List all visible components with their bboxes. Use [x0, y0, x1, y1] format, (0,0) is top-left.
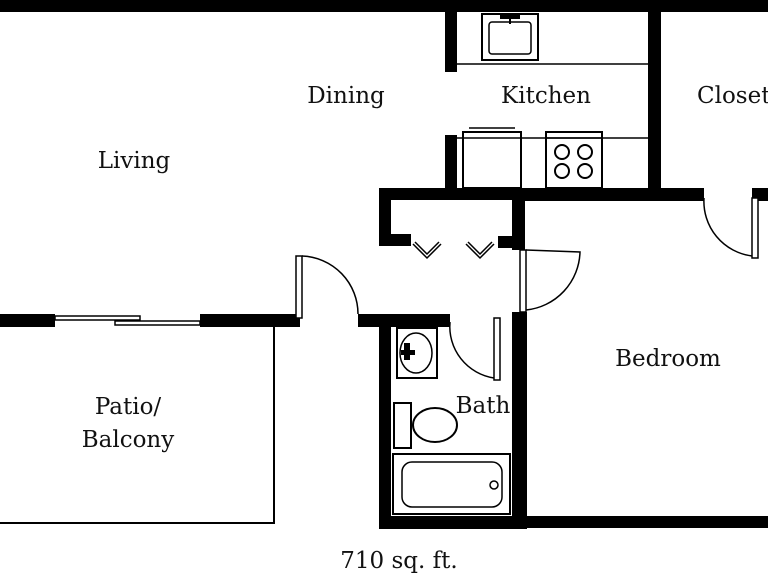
room-label-patio-line2: Balcony: [82, 427, 175, 453]
living-bottom-wall-mid: [200, 314, 300, 327]
bath-door: [449, 317, 501, 381]
room-label-bedroom: Bedroom: [615, 346, 721, 372]
hall-closet-bifold-doors: [412, 241, 495, 260]
entry-door: [295, 255, 359, 319]
hall-closet-left-lip: [379, 234, 411, 246]
bath-left-wall: [379, 314, 391, 529]
hall-bottom-wall: [358, 314, 450, 327]
patio-outline: [0, 326, 275, 524]
room-label-closet: Closet: [697, 83, 768, 109]
area-caption: 710 sq. ft.: [340, 548, 457, 574]
room-label-living: Living: [98, 148, 171, 174]
room-label-bath: Bath: [456, 393, 511, 419]
kitchen-left-wall-lower: [445, 135, 457, 190]
room-label-kitchen: Kitchen: [501, 83, 591, 109]
bedroom-bottom-wall: [512, 516, 768, 528]
walls: [0, 0, 768, 529]
hall-closet-left-wall: [379, 188, 391, 246]
room-label-dining: Dining: [307, 83, 385, 109]
bathroom-sink-icon: [396, 327, 438, 379]
kitchen-closet-divider-wall: [648, 10, 661, 195]
hall-closet-right-wall: [512, 188, 525, 250]
hall-top-wall: [379, 188, 524, 200]
bath-bottom-wall: [379, 516, 527, 529]
closet-bottom-wall: [518, 188, 704, 201]
room-label-patio-line1: Patio/: [95, 394, 162, 420]
kitchen-sink-icon: [481, 13, 539, 61]
bedroom-door: [519, 249, 581, 313]
bath-bedroom-wall: [512, 312, 527, 529]
stove-icon: [545, 131, 603, 189]
bathtub-icon: [392, 453, 511, 515]
toilet-icon: [393, 402, 458, 449]
hall-closet-right-lip: [498, 236, 525, 248]
living-bottom-wall-left: [0, 314, 55, 327]
sliding-door: [54, 315, 201, 326]
closet-door: [703, 197, 759, 259]
top-exterior-wall: [0, 0, 768, 12]
kitchen-left-wall-upper: [445, 10, 457, 72]
refrigerator-icon: [462, 127, 522, 189]
